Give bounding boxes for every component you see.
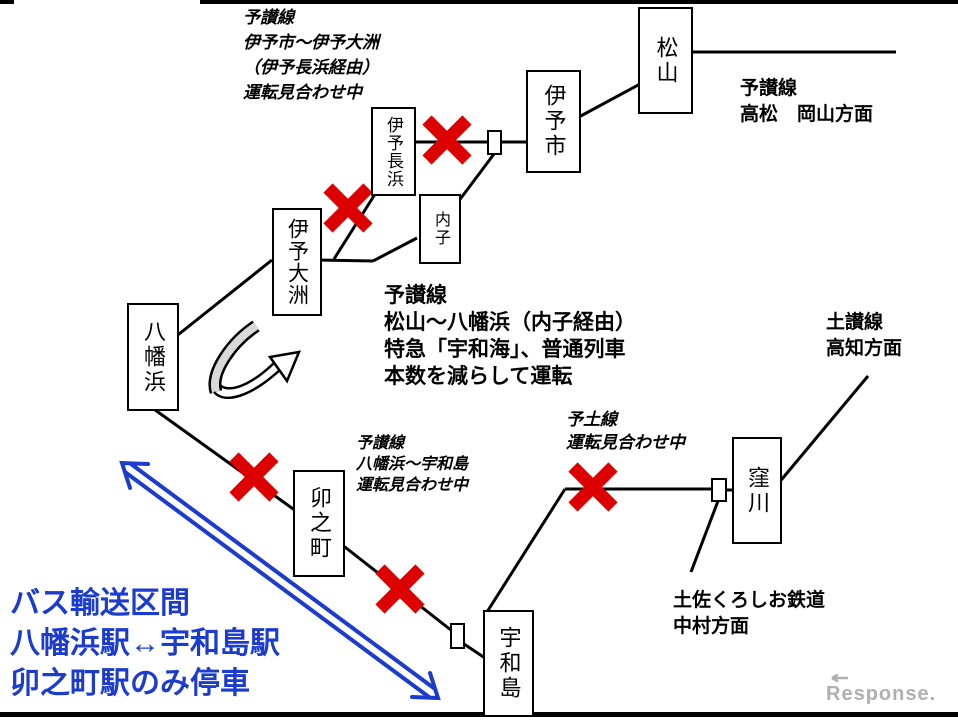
station-box-yawatahama: 八幡浜: [127, 303, 179, 411]
station-label: 内子: [432, 211, 449, 247]
rail-line-uchiko-bend: [372, 236, 418, 263]
station-box-matsuyama: 松山: [638, 7, 693, 114]
station-label: 宇和島: [496, 626, 522, 701]
station-label: 窪川: [745, 465, 770, 516]
uturn-arrow-icon: [208, 320, 302, 400]
station-box-iyo-nagahama: 伊予長浜: [371, 107, 416, 196]
rail-line-uwajima-yodo: [485, 488, 567, 613]
station-box-uchiko: 内子: [419, 194, 461, 264]
station-box-uwajima: 宇和島: [483, 610, 534, 717]
watermark-arrow-icon: [831, 673, 848, 683]
station-label: 伊予大洲: [285, 218, 309, 306]
rail-line-bend-iyo-ozu: [316, 258, 374, 263]
junction-marker-uwajima: [450, 623, 465, 649]
rail-line-nagahama-iyo-ozu: [332, 190, 379, 260]
station-label: 松山: [653, 35, 679, 86]
border-dash-top-left: [0, 0, 14, 4]
bus-route-arrow-icon: [119, 460, 441, 701]
border-bottom: [0, 712, 958, 717]
note-yosan-south-suspended: 予讃線 八幡浜～宇和島 運転見合わせ中: [356, 435, 469, 494]
station-label: 伊予市: [541, 84, 567, 159]
watermark-text: Response.: [826, 683, 936, 705]
border-top: [200, 0, 958, 4]
station-box-iyoshi: 伊予市: [526, 70, 581, 173]
note-yosan-coastal-suspended: 予讃線 伊予市～伊予大洲 （伊予長浜経由） 運転見合わせ中: [243, 8, 379, 102]
rail-line-kubokawa-dosan: [775, 375, 870, 486]
station-box-unomachi: 卯之町: [293, 470, 345, 577]
suspended-x-icon-nagahama-east: [422, 115, 472, 165]
note-bus-substitution: バス輸送区間 八幡浜駅↔宇和島駅 卯之町駅のみ停車: [10, 587, 280, 700]
suspended-x-icon-yawatahama-unomachi: [229, 452, 279, 502]
station-label: 卯之町: [307, 486, 332, 561]
note-yosan-reduced-service: 予讃線 松山～八幡浜（内子経由） 特急「宇和海」、普通列車 本数を減らして運転: [384, 284, 636, 388]
watermark-logo: Response.: [824, 673, 952, 711]
rail-line-iyoshi-matsuyama: [576, 82, 641, 120]
suspended-x-icon-nagahama-south: [323, 183, 373, 233]
rail-line-junction-uchiko: [456, 153, 496, 203]
note-yodo-suspended: 予土線 運転見合わせ中: [566, 410, 685, 452]
station-box-iyo-ozu: 伊予大洲: [272, 208, 322, 316]
suspended-x-icon-unomachi-uwajima: [375, 564, 425, 614]
rail-line-iyo-ozu-yawatahama: [173, 258, 273, 340]
station-box-kubokawa: 窪川: [732, 437, 782, 544]
station-label: 八幡浜: [141, 319, 166, 395]
watermark-svg: Response.: [826, 673, 936, 705]
note-yosan-takamatsu-direction: 予讃線 高松 岡山方面: [740, 78, 874, 125]
note-tosa-kuroshio-nakamura: 土佐くろしお鉄道 中村方面: [673, 590, 826, 637]
note-dosan-kochi-direction: 土讃線 高知方面: [826, 312, 903, 359]
junction-marker-kubokawa: [711, 478, 727, 502]
station-label: 伊予長浜: [384, 115, 403, 188]
rail-line-kubokawa-nakamura: [689, 500, 720, 573]
junction-marker-iyoshi: [487, 130, 502, 155]
suspended-x-icon-yodo-line: [568, 462, 618, 512]
suspended-x-marks: [229, 115, 618, 614]
junction-markers: [450, 130, 727, 649]
